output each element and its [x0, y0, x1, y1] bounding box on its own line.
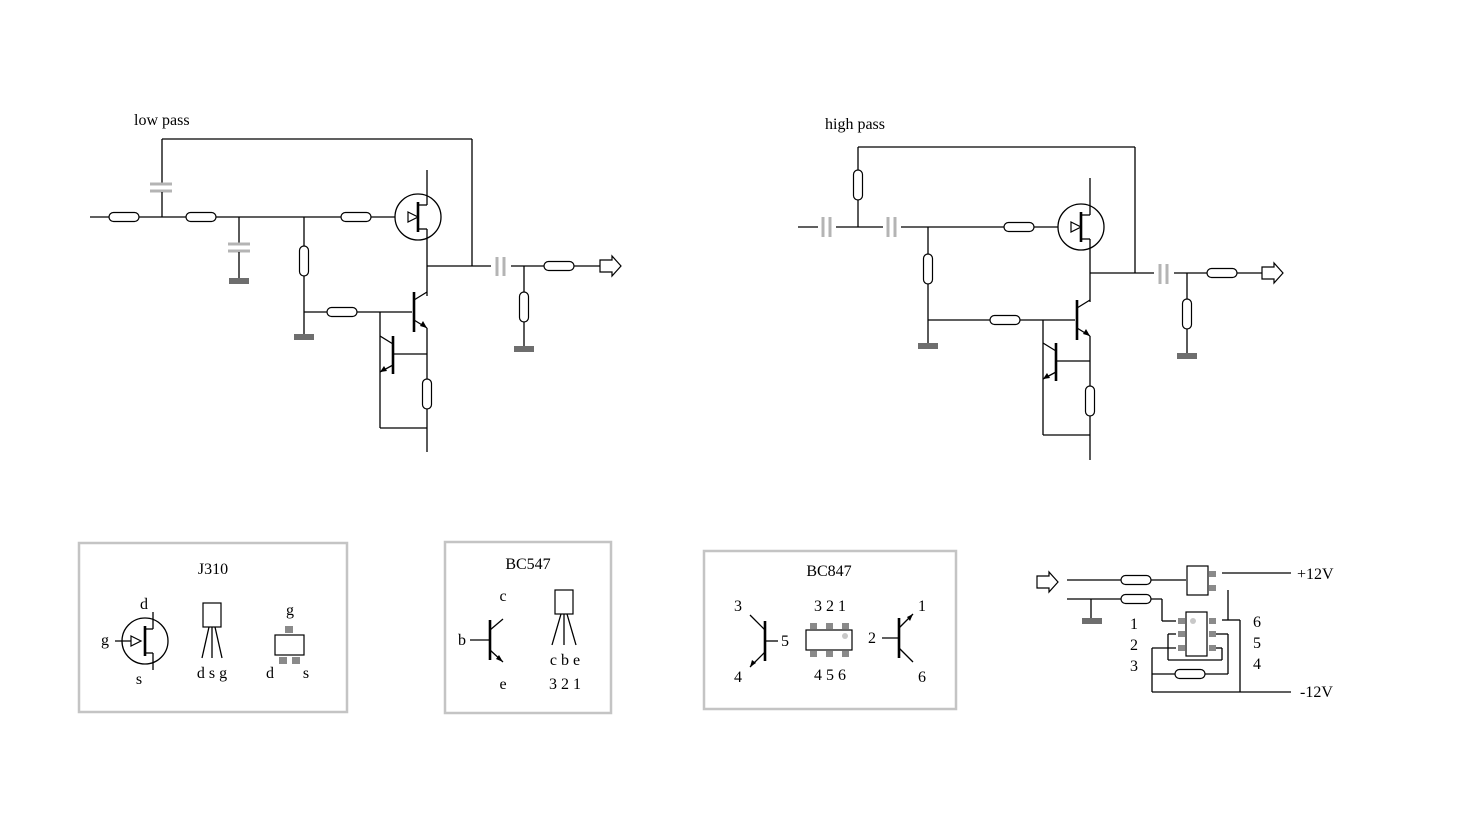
bc547-to92-names: c b e — [550, 652, 580, 669]
high-pass-output-resistor — [1206, 267, 1238, 279]
high-pass-base-resistor — [989, 314, 1021, 326]
npn-transistor-icon — [470, 618, 504, 663]
j310-sot-pin-g: g — [286, 602, 294, 619]
bc847-left-pin-5: 5 — [781, 633, 789, 650]
low-pass-transistor-lower — [379, 335, 427, 374]
supply-ground-resistor — [1120, 593, 1152, 605]
ground-icon — [918, 343, 938, 349]
high-pass-bias-resistor — [922, 253, 934, 285]
high-pass-output-capacitor — [1154, 264, 1174, 284]
low-pass-base-resistor — [326, 306, 358, 318]
high-pass-gate-resistor — [1003, 221, 1035, 233]
output-arrow-icon — [1261, 261, 1284, 285]
supply-right-pin-4: 4 — [1253, 656, 1261, 673]
high-pass-circuit: high pass — [798, 116, 1284, 460]
to92-package-icon — [551, 589, 577, 646]
low-pass-shunt-capacitor — [228, 217, 250, 278]
high-pass-title: high pass — [825, 116, 885, 133]
high-pass-jfet — [1057, 178, 1105, 302]
bc847-right-pin-1: 1 — [918, 598, 926, 615]
bc547-pinout-box: BC547 c b e c b e 3 2 1 — [443, 540, 613, 715]
high-pass-emitter-resistor — [1084, 385, 1096, 417]
bc547-pin-c: c — [499, 588, 506, 605]
bc847-pkg-top-pins: 3 2 1 — [814, 598, 846, 615]
j310-pin-g: g — [101, 632, 109, 649]
low-pass-output-load-resistor — [518, 291, 530, 323]
npn-transistor-right-icon — [882, 613, 914, 663]
low-pass-series-resistor — [185, 211, 217, 223]
bc547-pin-b: b — [458, 632, 466, 649]
npn-transistor-left-icon — [749, 614, 778, 668]
supply-left-pin-3: 3 — [1130, 658, 1138, 675]
low-pass-input-resistor — [108, 211, 140, 223]
ground-icon — [1082, 618, 1102, 624]
to92-package-icon — [201, 602, 223, 659]
sot363-package-icon — [805, 623, 853, 657]
input-arrow-icon — [1036, 570, 1059, 594]
ground-icon — [514, 346, 534, 352]
supply-connector-diagram: +12V -12V 1 2 3 6 5 4 — [1036, 565, 1334, 701]
sot23-package-icon — [274, 626, 305, 664]
j310-pinout-box: J310 d g s d s g g d s — [77, 541, 349, 714]
supply-negative-label: -12V — [1300, 684, 1333, 701]
low-pass-circuit: low pass — [90, 112, 622, 452]
low-pass-title: low pass — [134, 112, 190, 129]
supply-left-pin-2: 2 — [1130, 637, 1138, 654]
bc847-right-pin-2: 2 — [868, 630, 876, 647]
supply-signal-resistor — [1120, 574, 1152, 586]
j310-pin-s: s — [136, 671, 142, 688]
high-pass-input-capacitor — [818, 217, 836, 237]
low-pass-feedback-capacitor — [150, 139, 172, 217]
j310-title: J310 — [198, 561, 228, 578]
j310-sot-pin-d: d — [266, 665, 274, 682]
supply-upper-chip-icon — [1186, 565, 1216, 596]
j310-sot-pin-s: s — [303, 665, 309, 682]
supply-lower-chip-icon — [1178, 611, 1216, 657]
high-pass-transistor-lower — [1042, 342, 1090, 381]
supply-feedback-resistor — [1174, 668, 1206, 680]
bc847-title: BC847 — [806, 563, 851, 580]
high-pass-feedback-resistor — [852, 169, 864, 201]
high-pass-series-capacitor — [883, 217, 901, 237]
bc547-title: BC547 — [505, 556, 550, 573]
bc847-pkg-bottom-pins: 4 5 6 — [814, 667, 846, 684]
ground-icon — [294, 334, 314, 340]
bc547-to92-numbers: 3 2 1 — [549, 676, 581, 693]
low-pass-output-resistor — [543, 260, 575, 272]
low-pass-emitter-resistor — [421, 378, 433, 410]
output-arrow-icon — [599, 254, 622, 278]
supply-right-pin-6: 6 — [1253, 614, 1261, 631]
low-pass-jfet — [394, 170, 442, 296]
j310-to92-pins: d s g — [197, 665, 227, 682]
bc847-left-pin-4: 4 — [734, 669, 742, 686]
ground-icon — [1177, 353, 1197, 359]
high-pass-transistor-upper — [1075, 299, 1091, 460]
supply-left-pin-1: 1 — [1130, 616, 1138, 633]
ground-icon — [229, 278, 249, 284]
supply-positive-label: +12V — [1297, 566, 1334, 583]
j310-pin-d: d — [140, 596, 148, 613]
bc847-left-pin-3: 3 — [734, 598, 742, 615]
low-pass-bias-resistor — [298, 245, 310, 277]
bc847-pinout-box: BC847 3 5 4 3 2 1 4 5 6 — [702, 549, 958, 711]
high-pass-output-load-resistor — [1181, 298, 1193, 330]
jfet-symbol-icon — [115, 612, 169, 670]
supply-right-pin-5: 5 — [1253, 635, 1261, 652]
low-pass-gate-resistor — [340, 211, 372, 223]
bc547-pin-e: e — [499, 676, 506, 693]
low-pass-output-capacitor — [491, 257, 511, 276]
bc847-right-pin-6: 6 — [918, 669, 926, 686]
